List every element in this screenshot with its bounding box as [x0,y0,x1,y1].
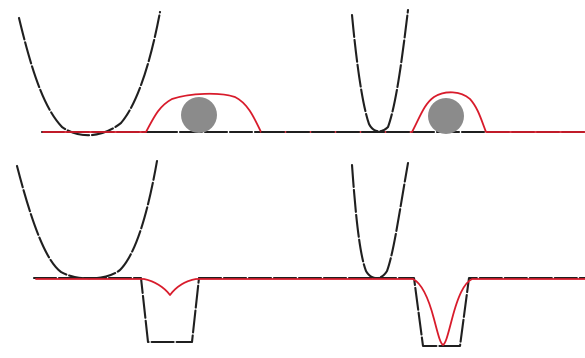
top-right-particle [428,98,464,134]
top-left-parabola-curve [17,10,162,137]
bottom-left-parabola-curve [15,159,159,280]
top-left-particle [181,97,217,133]
top-right-red-barrier-curve [411,91,585,133]
bottom-baseline [197,276,585,348]
bottom-left-red-dip-curve [35,278,414,296]
top-panel [17,8,585,137]
top-left-red-barrier-curve [42,92,413,133]
top-right-parabola-curve [350,8,410,133]
bottom-left-square-well-black [32,276,201,344]
bottom-right-red-dip-curve [412,278,585,346]
bottom-right-parabola-curve [350,161,410,280]
bottom-panel [15,159,585,348]
